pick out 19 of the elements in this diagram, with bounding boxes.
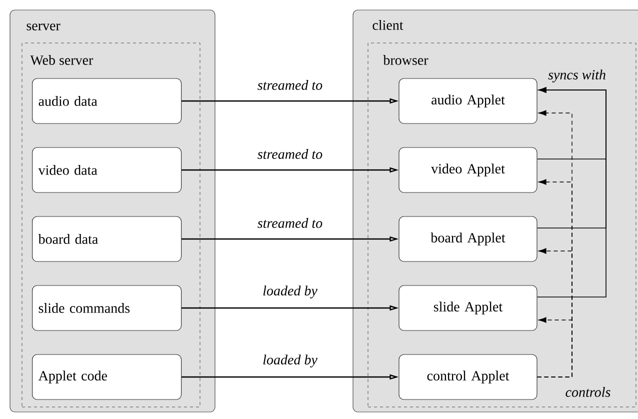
edge-label: syncs with xyxy=(547,68,607,84)
edge-label: streamed to xyxy=(256,217,324,229)
process-box: video data xyxy=(32,147,182,193)
process-box: board data xyxy=(32,216,182,262)
edge-label: streamed to xyxy=(256,79,324,91)
process-box: slide commands xyxy=(32,285,182,331)
edge-label: loaded by xyxy=(262,354,318,368)
process-box: control Applet xyxy=(398,354,538,400)
edge-label: streamed to xyxy=(256,148,324,160)
process-box: video Applet xyxy=(398,147,538,193)
process-box: audio Applet xyxy=(398,78,538,124)
arrow xyxy=(536,317,572,378)
process-box: board Applet xyxy=(398,216,538,262)
process-box: slide Applet xyxy=(398,285,538,331)
edge-label: controls xyxy=(564,386,612,398)
arrow xyxy=(536,87,606,298)
process-box: Applet code xyxy=(32,354,182,400)
process-box: audio data xyxy=(32,78,182,124)
edge-label: loaded by xyxy=(262,284,318,300)
